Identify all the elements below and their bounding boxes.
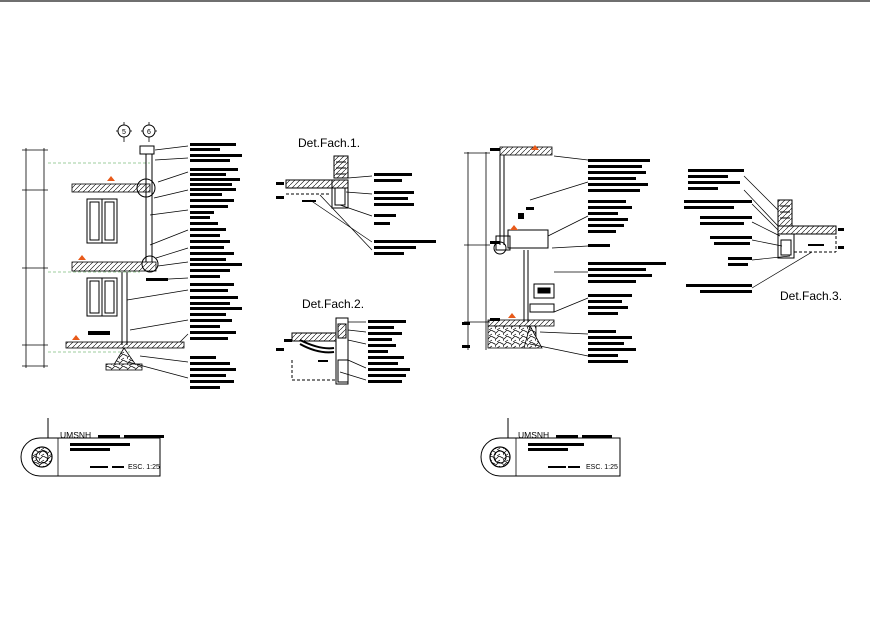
ground-floor-slab — [65, 341, 185, 349]
university-seal-icon — [489, 446, 511, 468]
window-top-border — [0, 0, 870, 2]
grid-marker-6: 6 — [141, 122, 157, 142]
university-seal-icon — [31, 446, 53, 468]
svg-text:5: 5 — [122, 129, 126, 136]
mid-slab — [71, 261, 157, 272]
detail-fach-3: Det.Fach.3. — [684, 169, 844, 303]
title-block-institution: UMSNH — [518, 430, 549, 440]
facade-wall — [121, 145, 159, 345]
detail-fach-1-title: Det.Fach.1. — [298, 136, 360, 150]
level-marker-icons — [72, 176, 115, 340]
right-wall-section — [462, 145, 666, 363]
upper-slab — [71, 183, 151, 193]
annotation-leaders-left — [126, 145, 189, 379]
dimension-lines-left — [22, 148, 48, 368]
lower-window — [86, 277, 118, 317]
door-lintel — [88, 331, 110, 335]
foundation-footing — [105, 347, 143, 371]
title-block-scale: ESC. 1:25 — [586, 464, 618, 471]
title-block-scale: ESC. 1:25 — [128, 464, 160, 471]
upper-window — [86, 198, 118, 244]
annotation-notes-left — [146, 143, 242, 389]
detail-fach-2: Det.Fach.2. — [276, 297, 410, 385]
right-roof-slab — [499, 146, 553, 156]
left-facade-section: 5 6 — [22, 122, 242, 389]
detail-fach-1: Det.Fach.1. — [276, 136, 436, 255]
svg-text:6: 6 — [147, 129, 151, 136]
title-block-institution: UMSNH — [60, 430, 91, 440]
grid-marker-5: 5 — [116, 122, 132, 142]
title-block-left: UMSNH ESC. 1:25 — [20, 418, 164, 477]
title-block-right: UMSNH ESC. 1:25 — [480, 418, 621, 477]
right-level-marker-icons — [508, 145, 539, 318]
detail-fach-3-title: Det.Fach.3. — [780, 289, 842, 303]
dimension-extension-lines — [48, 162, 150, 353]
detail-fach-2-title: Det.Fach.2. — [302, 297, 364, 311]
